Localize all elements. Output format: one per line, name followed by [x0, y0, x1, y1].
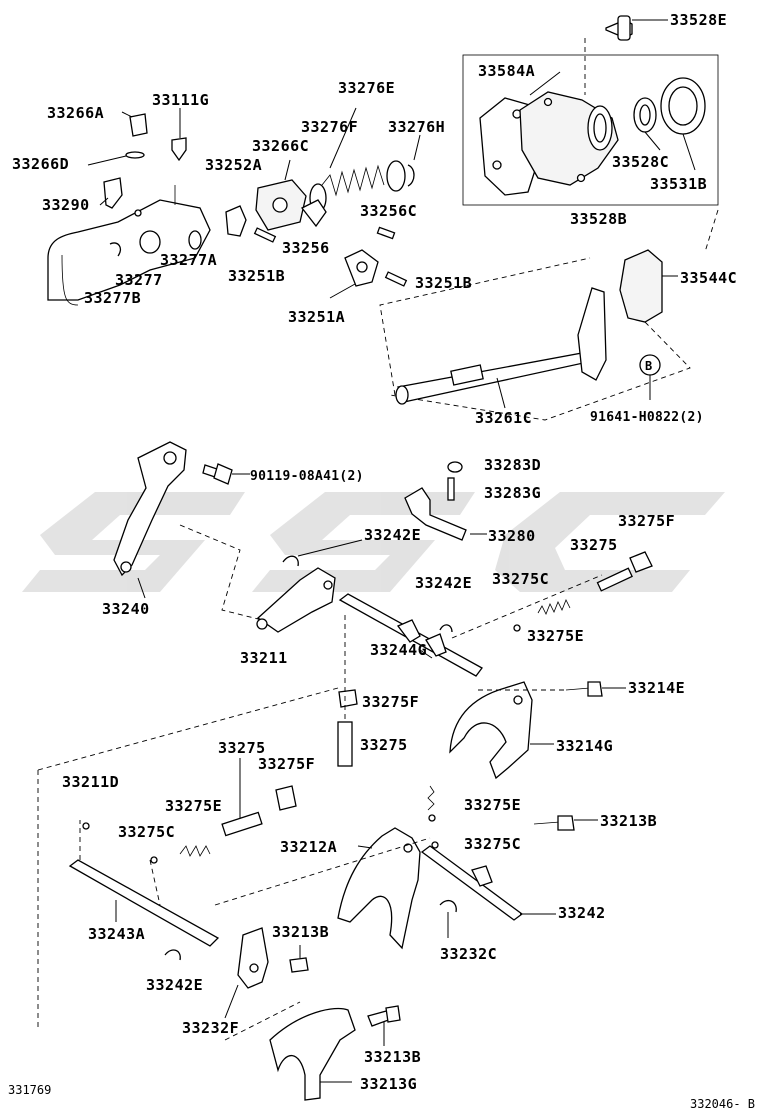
bolt-33213B-2 — [289, 945, 309, 973]
label-33213B-2: 33213B — [272, 923, 329, 941]
shift-lever-housing — [47, 107, 421, 306]
plug-33275F-center — [337, 615, 436, 822]
label-33242E-1: 33242E — [364, 526, 421, 544]
label-33214E: 33214E — [628, 679, 685, 697]
lever-33232F — [224, 927, 269, 1019]
label-90119: 90119-08A41(2) — [250, 469, 364, 484]
label-33244G: 33244G — [370, 641, 427, 659]
label-33211D: 33211D — [62, 773, 119, 791]
label-33242E-3: 33242E — [146, 976, 203, 994]
label-33275C-3: 33275C — [464, 835, 521, 853]
label-33275C-1: 33275C — [492, 570, 549, 588]
label-33528B: 33528B — [570, 210, 627, 228]
shaft-33242 — [420, 845, 556, 921]
bolt-33528E — [605, 15, 668, 41]
label-33251B-1: 33251B — [228, 267, 285, 285]
label-33277B: 33277B — [84, 289, 141, 307]
clip-33242E-3 — [164, 949, 181, 961]
label-33276F: 33276F — [301, 118, 358, 136]
label-33283G: 33283G — [484, 484, 541, 502]
fork-33212A — [337, 827, 421, 950]
plunger-33280 — [404, 461, 487, 541]
lever-33240 — [113, 441, 187, 599]
label-33275F-2: 33275F — [362, 693, 419, 711]
detent-33275-left — [82, 758, 297, 864]
lever-33211 — [256, 567, 336, 633]
bolt-33214E — [565, 681, 626, 697]
label-33212A: 33212A — [280, 838, 337, 856]
label-33213B-1: 33213B — [600, 812, 657, 830]
label-33275F-1: 33275F — [618, 512, 675, 530]
label-33277A: 33277A — [160, 251, 217, 269]
shaft-33243A — [68, 820, 220, 947]
clip-33232C — [439, 899, 457, 913]
diagram-id-right: 332046- B — [690, 1097, 755, 1111]
label-33242E-2: 33242E — [415, 574, 472, 592]
assembly-box — [462, 54, 719, 206]
detent-33275-upper — [451, 551, 653, 639]
label-33242: 33242 — [558, 904, 606, 922]
label-33213G: 33213G — [360, 1075, 417, 1093]
cover-33544C — [619, 249, 678, 323]
bolt-33213B-3 — [367, 1005, 401, 1046]
label-33275C-2: 33275C — [118, 823, 175, 841]
label-33544C: 33544C — [680, 269, 737, 287]
bolt-33213B-1 — [533, 815, 598, 831]
label-33276E: 33276E — [338, 79, 395, 97]
label-33277: 33277 — [115, 271, 163, 289]
label-33528E: 33528E — [670, 11, 727, 29]
clip-33242E-2 — [439, 624, 453, 633]
label-33232C: 33232C — [440, 945, 497, 963]
fork-33214G — [449, 681, 554, 780]
label-33211: 33211 — [240, 649, 288, 667]
label-33266C: 33266C — [252, 137, 309, 155]
label-33240: 33240 — [102, 600, 150, 618]
label-33266A: 33266A — [47, 104, 104, 122]
label-33256: 33256 — [282, 239, 330, 257]
label-33214G: 33214G — [556, 737, 613, 755]
label-33251B-2: 33251B — [415, 274, 472, 292]
label-33528C: 33528C — [612, 153, 669, 171]
label-91641: 91641-H0822(2) — [590, 410, 704, 425]
label-33275E-2: 33275E — [165, 797, 222, 815]
part-labels: 33528E 33584A 33528C 33531B 33528B 33544… — [12, 11, 737, 1093]
label-33213B-3: 33213B — [364, 1048, 421, 1066]
label-33275E-1: 33275E — [527, 627, 584, 645]
label-33251A: 33251A — [288, 308, 345, 326]
bearing-retainer-assembly — [462, 15, 719, 206]
label-33232F: 33232F — [182, 1019, 239, 1037]
label-33256C: 33256C — [360, 202, 417, 220]
label-33275-3: 33275 — [360, 736, 408, 754]
label-33290: 33290 — [42, 196, 90, 214]
svg-text:B: B — [645, 359, 653, 373]
label-33111G: 33111G — [152, 91, 209, 109]
label-33275E-3: 33275E — [464, 796, 521, 814]
clip-33242E-1 — [282, 555, 299, 567]
label-33252A: 33252A — [205, 156, 262, 174]
label-33266D: 33266D — [12, 155, 69, 173]
label-33276H: 33276H — [388, 118, 445, 136]
label-33584A: 33584A — [478, 62, 535, 80]
label-33531B: 33531B — [650, 175, 707, 193]
label-33261C: 33261C — [475, 409, 532, 427]
shaft-33261C — [395, 287, 607, 409]
fork-33213G — [269, 1007, 356, 1101]
label-33243A: 33243A — [88, 925, 145, 943]
diagram-id-left: 331769 — [8, 1083, 51, 1097]
bolt-90119 — [202, 463, 250, 485]
label-33275-1: 33275 — [570, 536, 618, 554]
label-33283D: 33283D — [484, 456, 541, 474]
shaft-33244G — [338, 593, 483, 677]
label-33275-2: 33275 — [218, 739, 266, 757]
label-33275F-3: 33275F — [258, 755, 315, 773]
label-33280: 33280 — [488, 527, 536, 545]
